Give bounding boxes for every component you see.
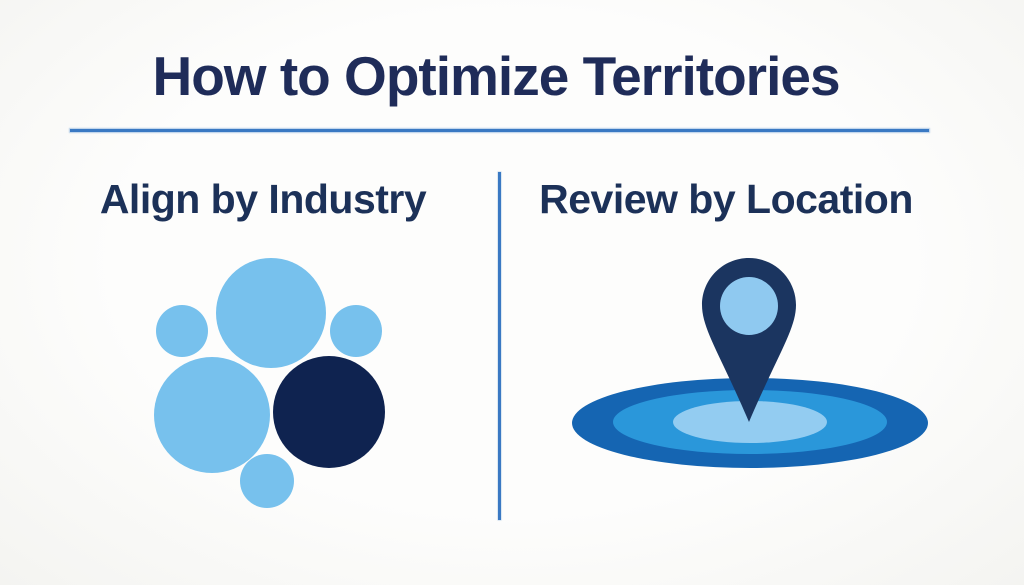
bubble-bottom-small xyxy=(240,454,294,508)
bubble-bottom-left xyxy=(154,357,270,473)
title-underline xyxy=(70,129,929,132)
industry-bubbles-icon xyxy=(154,258,385,508)
vertical-divider xyxy=(498,172,501,520)
page-title: How to Optimize Territories xyxy=(152,45,840,107)
bubble-top-large xyxy=(216,258,326,368)
map-pin-hole xyxy=(720,277,778,335)
bubble-dark xyxy=(273,356,385,468)
section-heading-industry: Align by Industry xyxy=(99,176,427,222)
location-pin-icon xyxy=(572,258,928,468)
bubble-top-right xyxy=(330,305,382,357)
radius-ellipse-inner xyxy=(673,401,827,443)
bubble-top-left xyxy=(156,305,208,357)
section-heading-location: Review by Location xyxy=(539,176,913,222)
